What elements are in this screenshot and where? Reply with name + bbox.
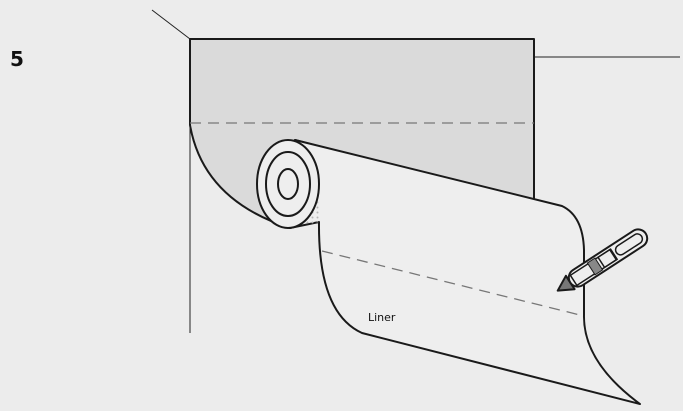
liner-sheet [289,139,641,405]
roll-icon [256,139,320,229]
liner-label: Liner [368,311,396,324]
wall-corner-line [151,9,191,40]
cut-dashed-line [321,250,585,317]
step-number: 5 [10,47,24,71]
utility-knife-icon [556,228,649,292]
